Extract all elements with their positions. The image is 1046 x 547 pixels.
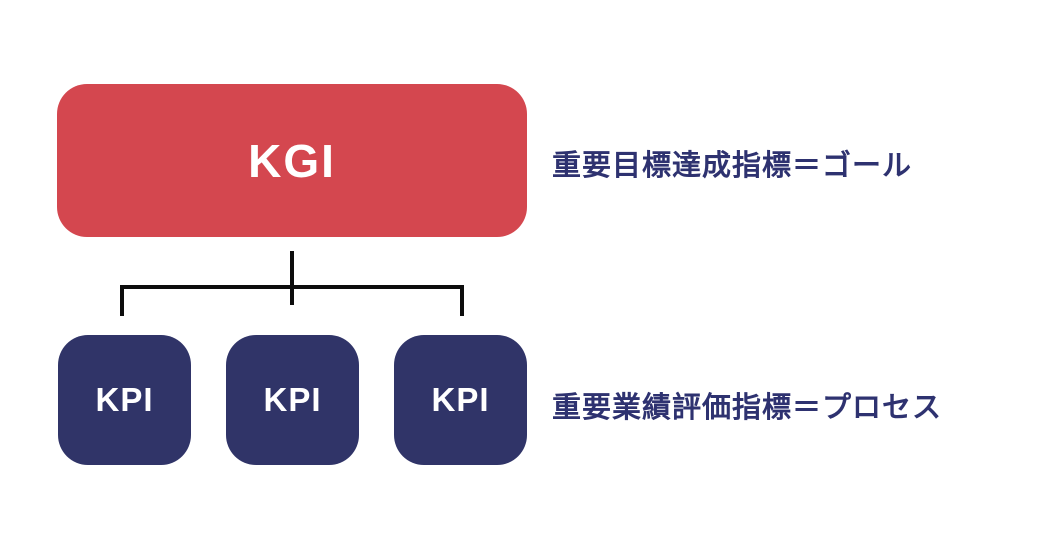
kpi-description: 重要業績評価指標＝プロセス xyxy=(552,392,943,424)
kpi-node-1: KPI xyxy=(58,335,191,465)
connector-vertical-center xyxy=(290,251,294,305)
connector-vertical-left xyxy=(120,285,124,316)
connector-vertical-right xyxy=(460,285,464,316)
kgi-node: KGI xyxy=(57,84,527,237)
kgi-label: KGI xyxy=(248,134,336,187)
connector-horizontal xyxy=(120,285,464,289)
kpi-label: KPI xyxy=(95,381,154,418)
kpi-label: KPI xyxy=(431,381,490,418)
kgi-description: 重要目標達成指標＝ゴール xyxy=(552,150,913,182)
kpi-label: KPI xyxy=(263,381,322,418)
kpi-node-3: KPI xyxy=(394,335,527,465)
kpi-node-2: KPI xyxy=(226,335,359,465)
